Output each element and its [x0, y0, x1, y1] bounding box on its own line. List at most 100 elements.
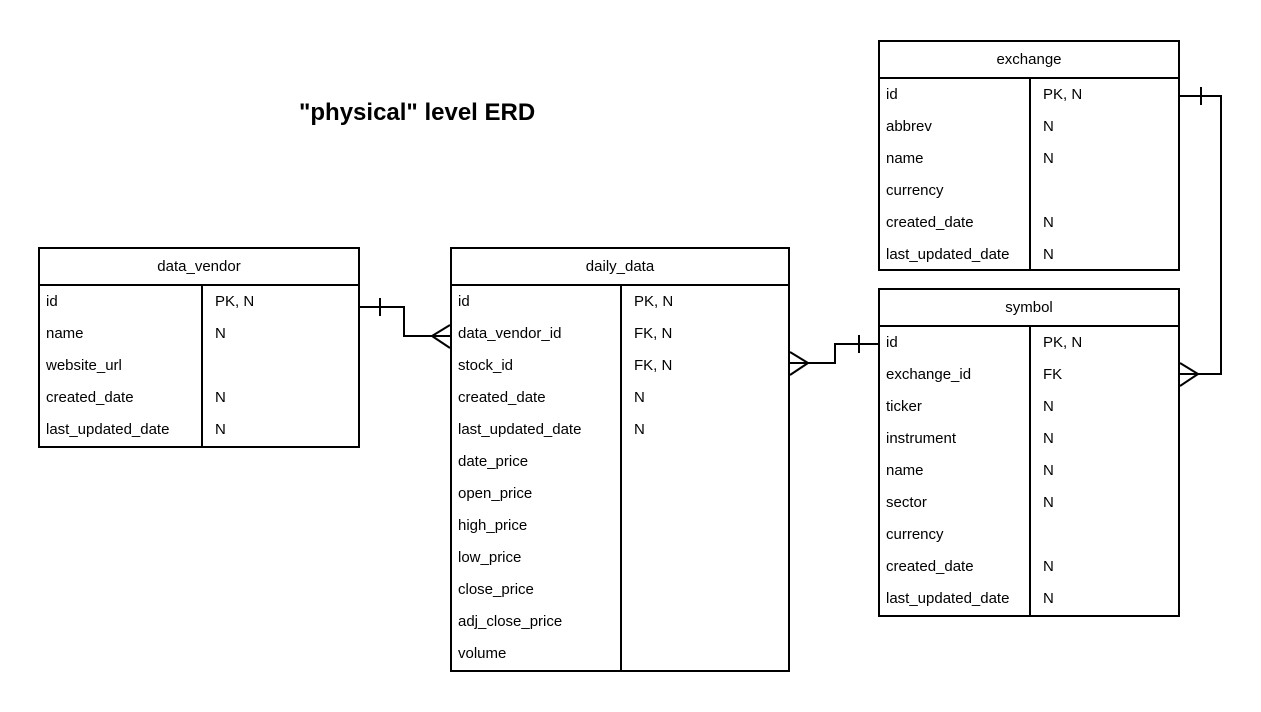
field-name: ticker	[886, 398, 922, 415]
field-row: created_date N	[880, 551, 1178, 583]
field-row: name N	[880, 143, 1178, 175]
field-name: name	[886, 150, 924, 167]
entity-data-vendor[interactable]: data_vendor id PK, N name N website_url …	[38, 247, 360, 448]
field-row: adj_close_price	[452, 606, 788, 638]
field-name: low_price	[458, 549, 522, 566]
field-keys: PK, N	[215, 293, 255, 310]
field-keys: N	[1043, 246, 1054, 263]
field-keys	[626, 542, 788, 574]
connector-line	[1180, 95, 1222, 375]
field-row: exchange_id FK	[880, 359, 1178, 391]
column-divider	[201, 286, 203, 446]
field-row: name N	[40, 318, 358, 350]
field-keys: FK, N	[634, 325, 673, 342]
field-keys	[626, 638, 788, 670]
field-name: data_vendor_id	[458, 325, 562, 342]
field-name: currency	[886, 182, 944, 199]
entity-body: id PK, N exchange_id FK ticker N instrum…	[880, 327, 1178, 615]
entity-body: id PK, N abbrev N name N currency create…	[880, 79, 1178, 269]
field-keys	[626, 606, 788, 638]
field-row: name N	[880, 455, 1178, 487]
field-name: volume	[458, 645, 507, 662]
field-keys	[626, 478, 788, 510]
field-row: close_price	[452, 574, 788, 606]
field-row: id PK, N	[40, 286, 358, 318]
field-keys: N	[1043, 214, 1054, 231]
entity-daily-data[interactable]: daily_data id PK, N data_vendor_id FK, N…	[450, 247, 790, 672]
entity-symbol[interactable]: symbol id PK, N exchange_id FK ticker N …	[878, 288, 1180, 617]
connector-symbol-to-daily-data	[789, 335, 878, 376]
entity-title: daily_data	[452, 249, 788, 286]
crow-foot-icon	[431, 324, 451, 349]
field-name: stock_id	[458, 357, 514, 374]
field-name: created_date	[46, 389, 134, 406]
field-name: website_url	[46, 357, 122, 374]
diagram-title: "physical" level ERD	[299, 99, 536, 126]
field-name: id	[458, 293, 470, 310]
field-keys	[626, 574, 788, 606]
field-name: currency	[886, 526, 944, 543]
field-row: last_updated_date N	[40, 414, 358, 446]
field-keys: N	[215, 325, 226, 342]
field-row: sector N	[880, 487, 1178, 519]
field-keys: N	[215, 421, 226, 438]
field-row: website_url	[40, 350, 358, 382]
field-name: instrument	[886, 430, 957, 447]
entity-body: id PK, N data_vendor_id FK, N stock_id F…	[452, 286, 788, 670]
field-row: last_updated_date N	[880, 239, 1178, 269]
column-divider	[1029, 327, 1031, 615]
field-row: id PK, N	[880, 327, 1178, 359]
field-row: last_updated_date N	[452, 414, 788, 446]
field-row: stock_id FK, N	[452, 350, 788, 382]
connector-line	[360, 306, 450, 337]
field-name: id	[46, 293, 58, 310]
field-name: name	[886, 462, 924, 479]
field-keys: PK, N	[634, 293, 674, 310]
field-name: last_updated_date	[886, 590, 1010, 607]
field-keys: N	[1043, 430, 1054, 447]
field-row: open_price	[452, 478, 788, 510]
entity-title: data_vendor	[40, 249, 358, 286]
field-keys: N	[1043, 590, 1054, 607]
column-divider	[620, 286, 622, 670]
field-row: id PK, N	[880, 79, 1178, 111]
field-keys: PK, N	[1043, 334, 1083, 351]
field-row: abbrev N	[880, 111, 1178, 143]
field-keys: N	[1043, 494, 1054, 511]
field-name: id	[886, 86, 898, 103]
field-name: sector	[886, 494, 927, 511]
field-name: created_date	[886, 558, 974, 575]
field-row: last_updated_date N	[880, 583, 1178, 615]
field-row: low_price	[452, 542, 788, 574]
field-name: id	[886, 334, 898, 351]
column-divider	[1029, 79, 1031, 269]
field-name: adj_close_price	[458, 613, 563, 630]
field-keys: FK, N	[634, 357, 673, 374]
field-keys: N	[1043, 558, 1054, 575]
field-row: date_price	[452, 446, 788, 478]
entity-exchange[interactable]: exchange id PK, N abbrev N name N curren…	[878, 40, 1180, 271]
field-keys: N	[215, 389, 226, 406]
field-name: last_updated_date	[886, 246, 1010, 263]
crow-foot-icon	[789, 351, 809, 376]
field-name: close_price	[458, 581, 534, 598]
crow-foot-icon	[1179, 362, 1199, 387]
field-name: last_updated_date	[458, 421, 582, 438]
connector-line	[790, 343, 878, 364]
field-keys	[626, 446, 788, 478]
field-name: created_date	[886, 214, 974, 231]
field-name: name	[46, 325, 84, 342]
field-name: last_updated_date	[46, 421, 170, 438]
entity-title: exchange	[880, 42, 1178, 79]
field-row: created_date N	[452, 382, 788, 414]
connector-data-vendor-to-daily-data	[360, 298, 451, 349]
field-keys	[1035, 175, 1178, 207]
field-name: date_price	[458, 453, 529, 470]
field-row: data_vendor_id FK, N	[452, 318, 788, 350]
field-keys: N	[1043, 462, 1054, 479]
field-keys: PK, N	[1043, 86, 1083, 103]
field-row: id PK, N	[452, 286, 788, 318]
field-name: exchange_id	[886, 366, 972, 383]
field-name: created_date	[458, 389, 546, 406]
